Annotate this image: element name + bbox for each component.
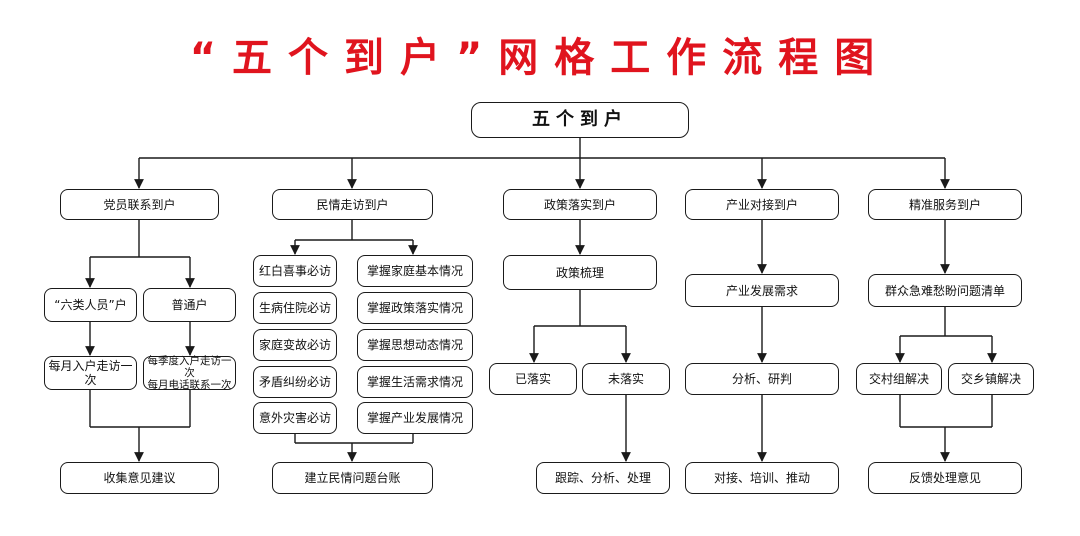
col2-grasp-1: 掌握家庭基本情况 bbox=[357, 255, 473, 287]
col2-result: 建立民情问题台账 bbox=[272, 462, 433, 494]
col2-visit-2: 生病住院必访 bbox=[253, 292, 337, 324]
col5-header: 精准服务到户 bbox=[868, 189, 1022, 220]
col2-grasp-3: 掌握思想动态情况 bbox=[357, 329, 473, 361]
col2-grasp-5: 掌握产业发展情况 bbox=[357, 402, 473, 434]
col1-header: 党员联系到户 bbox=[60, 189, 219, 220]
col2-grasp-4: 掌握生活需求情况 bbox=[357, 366, 473, 398]
root-node: 五个到户 bbox=[471, 102, 689, 138]
col1-action-special: 每月入户走访一次 bbox=[44, 356, 137, 390]
col2-visit-3: 家庭变故必访 bbox=[253, 329, 337, 361]
col2-header: 民情走访到户 bbox=[272, 189, 433, 220]
col4-result: 对接、培训、推动 bbox=[685, 462, 839, 494]
col3-branch-done: 已落实 bbox=[489, 363, 577, 395]
col2-visit-1: 红白喜事必访 bbox=[253, 255, 337, 287]
col1-branch-ordinary: 普通户 bbox=[143, 288, 236, 322]
col4-header: 产业对接到户 bbox=[685, 189, 839, 220]
col5-result: 反馈处理意见 bbox=[868, 462, 1022, 494]
col2-visit-4: 矛盾纠纷必访 bbox=[253, 366, 337, 398]
col5-branch-township: 交乡镇解决 bbox=[948, 363, 1034, 395]
page-title: “五个到户”网格工作流程图 bbox=[189, 35, 891, 81]
col3-step: 政策梳理 bbox=[503, 255, 657, 290]
col2-visit-5: 意外灾害必访 bbox=[253, 402, 337, 434]
col3-result: 跟踪、分析、处理 bbox=[536, 462, 670, 494]
col4-step2: 分析、研判 bbox=[685, 363, 839, 395]
col4-step: 产业发展需求 bbox=[685, 274, 839, 307]
col1-branch-special: “六类人员”户 bbox=[44, 288, 137, 322]
col2-grasp-2: 掌握政策落实情况 bbox=[357, 292, 473, 324]
col1-result: 收集意见建议 bbox=[60, 462, 219, 494]
col3-header: 政策落实到户 bbox=[503, 189, 657, 220]
col5-branch-village: 交村组解决 bbox=[856, 363, 942, 395]
col5-step: 群众急难愁盼问题清单 bbox=[868, 274, 1022, 307]
col3-branch-pending: 未落实 bbox=[582, 363, 670, 395]
col1-action-ordinary: 每季度入户走访一次 每月电话联系一次 bbox=[143, 355, 236, 391]
